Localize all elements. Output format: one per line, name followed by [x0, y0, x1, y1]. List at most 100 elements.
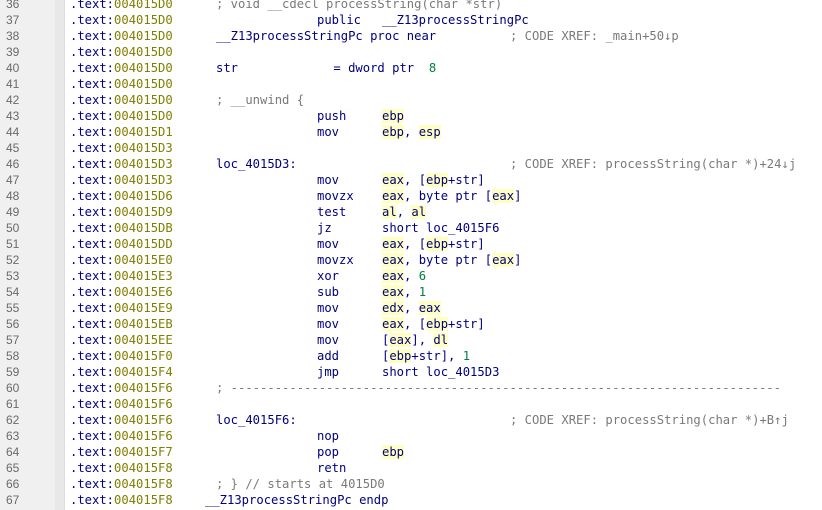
address[interactable]: .text:004015E9	[70, 300, 173, 316]
code-label[interactable]: loc_4015D3:	[216, 157, 297, 171]
register[interactable]: dl	[433, 333, 449, 347]
operand-text: ,	[404, 269, 419, 283]
address[interactable]: .text:004015D0	[70, 60, 173, 76]
register[interactable]: eax	[389, 333, 412, 347]
address[interactable]: .text:004015EB	[70, 316, 173, 332]
listing-line[interactable]: 60.text:004015F6; ----------------------…	[0, 380, 822, 396]
address[interactable]: .text:004015E6	[70, 284, 173, 300]
address[interactable]: .text:004015DB	[70, 220, 173, 236]
address[interactable]: .text:004015DD	[70, 236, 173, 252]
address[interactable]: .text:004015D0	[70, 0, 173, 12]
register[interactable]: ebp	[426, 317, 449, 331]
code-label[interactable]: loc_4015F6:	[216, 413, 297, 427]
address[interactable]: .text:004015D3	[70, 172, 173, 188]
register[interactable]: eax	[492, 253, 515, 267]
listing-line[interactable]: 61.text:004015F6	[0, 396, 822, 412]
address[interactable]: .text:004015D0	[70, 44, 173, 60]
line-number: 45	[6, 141, 20, 155]
address[interactable]: .text:004015D0	[70, 92, 173, 108]
register[interactable]: eax	[382, 317, 405, 331]
listing-line[interactable]: 45 .text:004015D3	[0, 140, 822, 156]
register[interactable]: eax	[418, 301, 441, 315]
variable-name[interactable]: str	[216, 61, 239, 75]
address[interactable]: .text:004015EE	[70, 332, 173, 348]
register[interactable]: ebp	[426, 237, 449, 251]
register[interactable]: eax	[382, 269, 405, 283]
address[interactable]: .text:004015E0	[70, 252, 173, 268]
listing-line[interactable]: 38.text:004015D0__Z13processStringPc pro…	[0, 28, 822, 44]
register[interactable]: edx	[382, 301, 405, 315]
address[interactable]: .text:004015F8	[70, 476, 173, 492]
operand[interactable]: __Z13processStringPc	[382, 13, 529, 27]
register[interactable]: eax	[382, 253, 405, 267]
register[interactable]: ebp	[426, 173, 449, 187]
address[interactable]: .text:004015D3	[70, 140, 173, 156]
register[interactable]: ebp	[389, 349, 412, 363]
register[interactable]: al	[411, 205, 427, 219]
address[interactable]: .text:004015D1	[70, 124, 173, 140]
register[interactable]: ebp	[382, 125, 405, 139]
register[interactable]: esp	[418, 125, 441, 139]
listing-line[interactable]: 39.text:004015D0	[0, 44, 822, 60]
register[interactable]: eax	[382, 173, 405, 187]
register[interactable]: al	[382, 205, 397, 219]
address[interactable]: .text:004015E3	[70, 268, 173, 284]
address[interactable]: .text:004015D9	[70, 204, 173, 220]
address[interactable]: .text:004015F6	[70, 428, 173, 444]
register[interactable]: ebp	[382, 445, 405, 459]
register[interactable]: eax	[382, 285, 405, 299]
listing-line[interactable]: 67.text:004015F8__Z13processStringPc end…	[0, 492, 822, 508]
address[interactable]: .text:004015F6	[70, 412, 173, 428]
address[interactable]: .text:004015D3	[70, 156, 173, 172]
code-xref[interactable]: ; CODE XREF: _main+50↓p	[510, 29, 679, 43]
address[interactable]: .text:004015D0	[70, 76, 173, 92]
listing-line[interactable]: 66.text:004015F8; } // starts at 4015D0	[0, 476, 822, 492]
listing-line[interactable]: 41.text:004015D0	[0, 76, 822, 92]
function-name[interactable]: __Z13processStringPc	[216, 29, 363, 43]
listing-line[interactable]: 42.text:004015D0; __unwind {	[0, 92, 822, 108]
address[interactable]: .text:004015F8	[70, 492, 173, 508]
address[interactable]: .text:004015D6	[70, 188, 173, 204]
address[interactable]: .text:004015D0	[70, 108, 173, 124]
register[interactable]: eax	[382, 237, 405, 251]
segment-name: .text:	[70, 413, 115, 427]
code-xref[interactable]: ; CODE XREF: processString(char *)+24↓j	[510, 157, 797, 171]
address[interactable]: .text:004015F0	[70, 348, 173, 364]
code-xref[interactable]: ; CODE XREF: processString(char *)+B↑j	[510, 413, 789, 427]
register[interactable]: eax	[492, 189, 515, 203]
address[interactable]: .text:004015F8	[70, 460, 173, 476]
listing-line[interactable]: 36.text:004015D0; void __cdecl processSt…	[0, 0, 822, 12]
address[interactable]: .text:004015F7	[70, 444, 173, 460]
address[interactable]: .text:004015F6	[70, 396, 173, 412]
address[interactable]: .text:004015F4	[70, 364, 173, 380]
register[interactable]: eax	[382, 189, 405, 203]
address[interactable]: .text:004015D0	[70, 12, 173, 28]
address[interactable]: .text:004015D0	[70, 28, 173, 44]
segment-name: .text:	[70, 429, 115, 443]
address[interactable]: .text:004015F6	[70, 380, 173, 396]
register[interactable]: ebp	[382, 109, 405, 123]
